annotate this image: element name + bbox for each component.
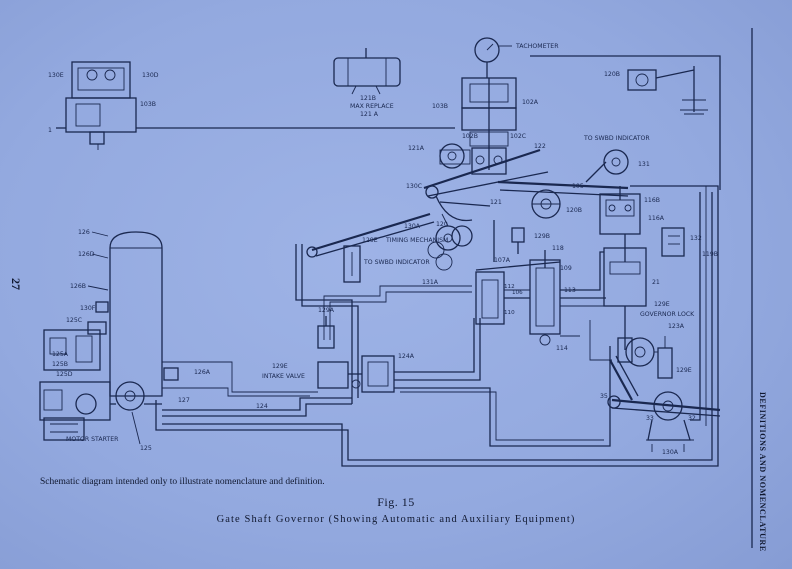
device-126a bbox=[163, 367, 179, 381]
flyball-head bbox=[461, 77, 517, 175]
label-119b: 119B bbox=[702, 251, 718, 258]
label-112: 112 bbox=[504, 284, 515, 290]
label-107a: 107A bbox=[494, 257, 511, 264]
label-21: 21 bbox=[652, 279, 660, 286]
pilot-valve-group bbox=[475, 220, 580, 346]
aux-valve-129a bbox=[317, 316, 335, 349]
label-129e-gov: 129E bbox=[654, 301, 670, 308]
synchronizing-motor-121a bbox=[439, 143, 471, 169]
motor-starter bbox=[43, 417, 85, 441]
side-title: DEFINITIONS AND NOMENCLATURE bbox=[758, 392, 767, 552]
label-116a: 116A bbox=[648, 215, 665, 222]
label-130c: 130C bbox=[406, 183, 422, 190]
label-124a: 124A bbox=[398, 353, 415, 360]
device-132 bbox=[661, 227, 685, 257]
swbd-indicator-131 bbox=[585, 149, 629, 183]
label-126a: 126A bbox=[194, 369, 211, 376]
label-132: 132 bbox=[690, 235, 702, 242]
label-129b: 129B bbox=[534, 233, 550, 240]
label-110: 110 bbox=[504, 310, 515, 316]
flyweight-wheel-120b bbox=[531, 189, 561, 219]
label-118: 118 bbox=[552, 245, 564, 252]
label-130a-b: 130A bbox=[662, 449, 679, 456]
label-max-replace: MAX REPLACE bbox=[350, 103, 394, 110]
label-121a: 121A bbox=[408, 145, 425, 152]
label-120b-b: 120B bbox=[566, 207, 582, 214]
figure-title: Gate Shaft Governor (Showing Automatic a… bbox=[217, 514, 576, 525]
label-timing-mechanism: TIMING MECHANISM bbox=[385, 237, 448, 244]
timing-mechanism bbox=[306, 212, 473, 283]
label-to-swbd-indicator-top: TO SWBD INDICATOR bbox=[583, 135, 650, 142]
label-124: 124 bbox=[256, 403, 268, 410]
label-106: 106 bbox=[512, 290, 523, 296]
label-103b-b: 103B bbox=[432, 103, 448, 110]
max-replace-cylinder bbox=[333, 48, 401, 95]
dashpot-116 bbox=[599, 186, 641, 235]
tachometer bbox=[474, 37, 512, 78]
label-33: 33 bbox=[646, 415, 654, 422]
label-129a: 129A bbox=[318, 307, 335, 314]
label-113: 113 bbox=[564, 287, 576, 294]
label-129e-timing: 129E bbox=[362, 237, 378, 244]
label-tachometer: TACHOMETER bbox=[515, 43, 559, 50]
label-102b: 102B bbox=[462, 133, 478, 140]
label-122: 122 bbox=[534, 143, 546, 150]
label-126b: 126B bbox=[70, 283, 86, 290]
label-126d: 126D bbox=[78, 251, 95, 258]
label-130a: 130A bbox=[404, 223, 421, 230]
label-125: 125 bbox=[140, 445, 152, 452]
label-116b: 116B bbox=[644, 197, 660, 204]
sump-tank-126 bbox=[109, 231, 163, 397]
label-129e-r: 129E bbox=[676, 367, 692, 374]
label-129e-intake: 129E bbox=[272, 363, 288, 370]
label-motor-starter: MOTOR STARTER bbox=[66, 436, 119, 443]
label-1: 1 bbox=[48, 127, 52, 134]
label-governor-lock: GOVERNOR LOCK bbox=[640, 311, 695, 318]
label-130f: 130F bbox=[80, 305, 96, 312]
label-125b: 125B bbox=[52, 361, 68, 368]
pump-group bbox=[39, 329, 162, 421]
label-114: 114 bbox=[556, 345, 568, 352]
label-131a: 131A bbox=[422, 279, 439, 286]
label-120: 120 bbox=[436, 221, 448, 228]
label-126: 126 bbox=[78, 229, 90, 236]
label-120b: 120B bbox=[604, 71, 620, 78]
label-intake-valve: INTAKE VALVE bbox=[262, 373, 305, 380]
governor-lock bbox=[617, 336, 673, 379]
label-125a: 125A bbox=[52, 351, 69, 358]
label-121b: 121B bbox=[360, 95, 376, 102]
figure-number: Fig. 15 bbox=[377, 495, 415, 509]
label-109: 109 bbox=[560, 265, 572, 272]
label-35: 35 bbox=[600, 393, 608, 400]
label-130d: 130D bbox=[142, 72, 159, 79]
label-to-swbd-indicator: TO SWBD INDICATOR bbox=[363, 259, 430, 266]
label-125c: 125C bbox=[66, 317, 82, 324]
top-left-actuator bbox=[56, 61, 455, 145]
label-121a-max: 121 A bbox=[360, 111, 379, 118]
label-131: 131 bbox=[638, 161, 650, 168]
intake-valve bbox=[317, 355, 395, 393]
top-right-gate-indicator bbox=[627, 66, 708, 115]
oil-piping bbox=[97, 144, 719, 467]
page-number: 27 bbox=[9, 278, 23, 290]
label-102a: 102A bbox=[522, 99, 539, 106]
label-102c: 102C bbox=[510, 133, 526, 140]
label-103b: 103B bbox=[140, 101, 156, 108]
label-130e: 130E bbox=[48, 72, 64, 79]
caption-note: Schematic diagram intended only to illus… bbox=[40, 476, 325, 487]
label-121: 121 bbox=[490, 199, 502, 206]
gate-shaft-linkage bbox=[607, 355, 721, 452]
label-123a: 123A bbox=[668, 323, 685, 330]
label-127: 127 bbox=[178, 397, 190, 404]
label-32: 32 bbox=[688, 415, 696, 422]
servomotor-21 bbox=[603, 234, 647, 350]
label-125d: 125D bbox=[56, 371, 73, 378]
